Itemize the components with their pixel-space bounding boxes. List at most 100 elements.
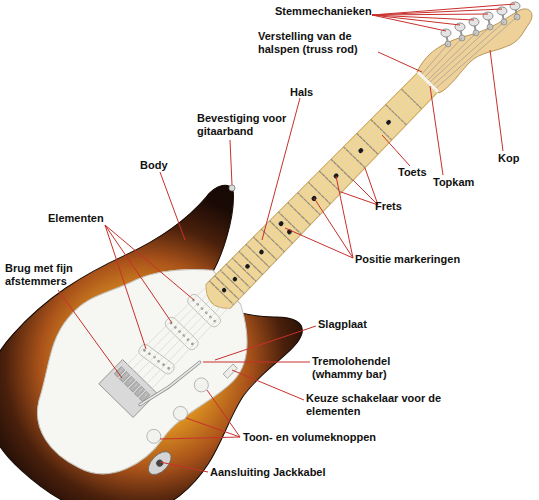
- headstock-strings: [421, 17, 517, 89]
- string: [435, 17, 517, 89]
- string: [429, 27, 490, 83]
- string: [421, 44, 448, 75]
- guitar: [0, 0, 509, 500]
- leader-line: [341, 192, 378, 205]
- tremolo-arm-shadow: [140, 353, 200, 414]
- fret: [308, 182, 330, 204]
- fret: [344, 147, 365, 168]
- fret: [298, 193, 320, 215]
- leader-line: [160, 437, 240, 439]
- leader-line: [105, 225, 146, 349]
- position-markers: [217, 115, 397, 298]
- string: [125, 75, 424, 380]
- leader-line: [353, 180, 378, 205]
- string: [136, 86, 435, 391]
- pole-piece: [209, 315, 213, 319]
- leader-line: [378, 52, 422, 72]
- fret: [371, 120, 392, 140]
- nut: [418, 72, 438, 92]
- pickup: [163, 315, 200, 352]
- part-label: Body: [140, 159, 168, 172]
- tuner-button: [483, 12, 493, 20]
- fret: [331, 159, 353, 180]
- pole-piece: [152, 355, 156, 359]
- control-knob: [144, 426, 164, 446]
- fret: [357, 134, 378, 155]
- part-label: Hals: [290, 86, 313, 99]
- bridge-plate: [99, 360, 157, 418]
- position-dot: [357, 147, 364, 154]
- leader-line: [207, 390, 240, 437]
- leader-line: [285, 228, 353, 258]
- part-label: Toon- en volumeknoppen: [243, 431, 376, 444]
- leader-line: [430, 86, 443, 175]
- part-label: Bevestiging voor gitaarband: [197, 112, 305, 138]
- fretboard: [200, 70, 440, 315]
- part-label: Keuze schakelaar voor de elementen: [306, 392, 444, 418]
- leader-line: [160, 172, 185, 240]
- part-label: Positie markeringen: [355, 253, 460, 266]
- tuner-button: [497, 7, 507, 15]
- part-label: Slagplaat: [318, 318, 367, 331]
- strings: [120, 70, 441, 397]
- leader-line: [382, 135, 410, 166]
- leader-line: [230, 140, 232, 185]
- fret: [209, 281, 233, 305]
- tremolo-arm: [140, 353, 200, 414]
- fret: [288, 203, 311, 225]
- leader-line: [58, 290, 122, 378]
- tuner-button: [469, 18, 479, 26]
- fret: [386, 105, 407, 125]
- leader-line: [203, 362, 310, 363]
- fret: [220, 270, 244, 294]
- part-label: Brug met fijn afstemmers: [5, 262, 90, 288]
- string: [427, 33, 476, 81]
- pickguard: [0, 221, 279, 500]
- string: [120, 70, 421, 377]
- position-dot: [385, 119, 392, 126]
- leader-line: [186, 418, 240, 437]
- fret: [215, 276, 239, 300]
- fret: [401, 89, 421, 109]
- fret: [253, 237, 276, 260]
- part-label: Topkam: [433, 176, 474, 189]
- part-label: Tremolohendel (whammy bar): [312, 355, 407, 381]
- strap-button: [229, 185, 235, 191]
- part-label: Elementen: [48, 212, 104, 225]
- part-label: Verstelling van de halspen (truss rod): [258, 30, 380, 56]
- part-label: Kop: [498, 152, 519, 165]
- leader-line: [215, 326, 316, 360]
- fret: [246, 244, 269, 267]
- tuner-button: [510, 2, 520, 10]
- leader-line: [105, 225, 172, 323]
- leader-line: [232, 370, 304, 400]
- fret: [232, 258, 256, 281]
- part-label: Stemmechanieken: [275, 5, 372, 18]
- leader-line: [372, 15, 474, 20]
- leader-line: [372, 15, 460, 25]
- leader-lines: [58, 4, 515, 472]
- part-label: Aansluiting Jackkabel: [210, 466, 326, 479]
- leader-line: [365, 168, 378, 205]
- string: [133, 83, 430, 386]
- leader-line: [105, 225, 194, 300]
- position-dot: [258, 249, 265, 256]
- pickups: [136, 292, 223, 380]
- control-knob: [171, 404, 191, 424]
- pole-piece: [196, 302, 200, 306]
- part-label: Toets: [398, 166, 427, 179]
- string: [139, 89, 440, 396]
- leader-line: [372, 15, 446, 31]
- leader-line: [490, 50, 503, 151]
- fret: [239, 251, 263, 274]
- headstock: [417, 9, 532, 93]
- string: [130, 80, 427, 383]
- part-label: Frets: [375, 200, 402, 213]
- fret: [319, 171, 341, 193]
- jack-plate: [144, 448, 175, 479]
- leader-line: [160, 462, 208, 472]
- leader-line: [372, 4, 515, 15]
